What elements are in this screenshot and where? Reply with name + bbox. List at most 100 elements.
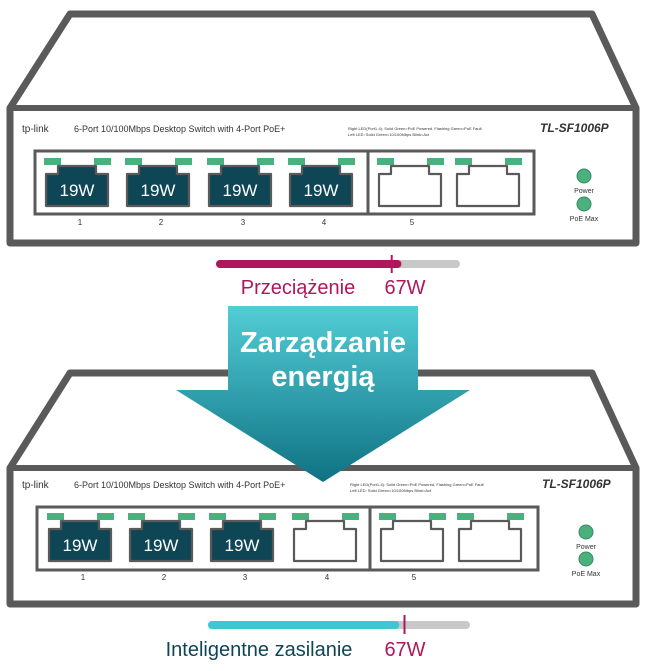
port-led: [455, 158, 472, 165]
port-power-label: 19W: [60, 181, 95, 200]
arrow-label-line2: energią: [271, 361, 375, 393]
poe-max-led-label: PoE Max: [572, 571, 601, 578]
ethernet-port: 19W 2: [125, 158, 192, 227]
port-row: 19W 1 19W 2 19W 3 4 5: [47, 513, 524, 582]
power-led: [578, 524, 594, 540]
port-led: [259, 513, 276, 520]
port-number: 5: [410, 218, 415, 227]
port-led: [44, 158, 61, 165]
port-number: 4: [325, 573, 330, 582]
ethernet-port: [457, 513, 524, 563]
port-led: [288, 158, 305, 165]
overload-value: 67W: [384, 277, 425, 299]
switch-description: 6-Port 10/100Mbps Desktop Switch with 4-…: [74, 124, 285, 134]
port-led: [128, 513, 145, 520]
port-led: [338, 158, 355, 165]
smart-value: 67W: [384, 639, 425, 661]
ethernet-port: 19W 4: [288, 158, 355, 227]
rj45-socket: [207, 164, 273, 208]
rj45-socket: [209, 519, 275, 563]
poe-max-led-label: PoE Max: [570, 216, 599, 223]
rj45-socket: [125, 164, 191, 208]
ethernet-port: 19W 3: [207, 158, 274, 227]
ethernet-port: 19W 1: [44, 158, 111, 227]
brand-logo: tp-link: [22, 480, 50, 491]
poe-max-led: [576, 196, 592, 212]
port-led: [427, 158, 444, 165]
port-number: 2: [159, 218, 164, 227]
smart-power-bar: Inteligentne zasilanie 67W: [166, 615, 470, 661]
port-led: [257, 158, 274, 165]
port-led: [175, 158, 192, 165]
port-led: [178, 513, 195, 520]
ethernet-port: 5: [377, 158, 444, 227]
ethernet-port: 19W 3: [209, 513, 276, 582]
smart-bar-fill: [208, 621, 400, 629]
poe-max-led: [578, 551, 594, 567]
arrow-label-line1: Zarządzanie: [240, 327, 406, 359]
ethernet-port: 5: [379, 513, 446, 582]
rj45-socket: [288, 164, 354, 208]
rj45-socket: [292, 519, 358, 563]
port-number: 5: [412, 573, 417, 582]
port-led: [429, 513, 446, 520]
led-info-line2: Left LED: Solid Green=10/100Mbps Blink=A…: [348, 132, 430, 137]
overload-bar: Przeciążenie 67W: [216, 255, 460, 299]
power-led: [576, 168, 592, 184]
rj45-socket: [457, 519, 523, 563]
rj45-socket: [377, 164, 443, 208]
port-led: [94, 158, 111, 165]
ethernet-port: 19W 1: [47, 513, 114, 582]
port-number: 3: [241, 218, 246, 227]
switch-top: tp-link 6-Port 10/100Mbps Desktop Switch…: [6, 10, 640, 247]
port-led: [507, 513, 524, 520]
port-power-label: 19W: [304, 181, 339, 200]
port-number: 4: [322, 218, 327, 227]
port-number: 3: [243, 573, 248, 582]
overload-bar-fill: [216, 260, 402, 268]
port-power-label: 19W: [141, 181, 176, 200]
overload-label: Przeciążenie: [241, 277, 356, 299]
port-led: [505, 158, 522, 165]
switch-description: 6-Port 10/100Mbps Desktop Switch with 4-…: [74, 480, 285, 490]
power-led-label: Power: [574, 188, 595, 195]
ethernet-port: 19W 2: [128, 513, 195, 582]
arrow-shape: [176, 306, 470, 482]
model-name: TL-SF1006P: [540, 121, 610, 135]
port-led: [342, 513, 359, 520]
port-power-label: 19W: [223, 181, 258, 200]
rj45-socket: [379, 519, 445, 563]
port-power-label: 19W: [225, 536, 260, 555]
led-info-line1: Right LED(Port1-4): Solid Green=PoE Powe…: [350, 482, 485, 487]
rj45-socket: [44, 164, 110, 208]
rj45-socket: [47, 519, 113, 563]
port-power-label: 19W: [144, 536, 179, 555]
port-led: [125, 158, 142, 165]
brand-logo: tp-link: [22, 124, 50, 135]
ethernet-port: 4: [292, 513, 359, 582]
port-led: [97, 513, 114, 520]
rj45-socket: [128, 519, 194, 563]
uplink-port-group: [366, 149, 536, 216]
port-number: 1: [81, 573, 86, 582]
model-name: TL-SF1006P: [542, 477, 612, 491]
port-number: 2: [162, 573, 167, 582]
port-led: [457, 513, 474, 520]
port-led: [47, 513, 64, 520]
uplink-port-group: [368, 505, 540, 572]
port-number: 1: [78, 218, 83, 227]
power-led-label: Power: [576, 544, 597, 551]
port-led: [377, 158, 394, 165]
led-info-line1: Right LED(Port1-4): Solid Green=PoE Powe…: [348, 126, 483, 131]
ethernet-port: [455, 158, 522, 208]
smart-label: Inteligentne zasilanie: [166, 639, 353, 661]
port-power-label: 19W: [63, 536, 98, 555]
port-led: [379, 513, 396, 520]
switch-bottom: tp-link 6-Port 10/100Mbps Desktop Switch…: [6, 369, 640, 608]
port-led: [292, 513, 309, 520]
port-row: 19W 1 19W 2 19W 3 19W 4 5: [44, 158, 522, 227]
led-info-line2: Left LED: Solid Green=10/100Mbps Blink=A…: [350, 488, 432, 493]
power-management-arrow: Zarządzanie energią: [176, 306, 470, 482]
rj45-socket: [455, 164, 521, 208]
